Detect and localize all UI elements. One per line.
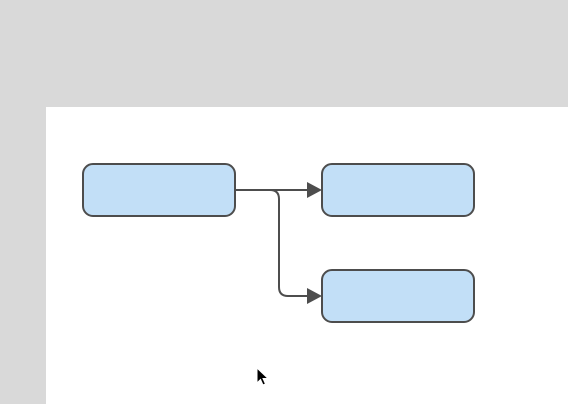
diagram-page[interactable] bbox=[46, 107, 568, 404]
node-target-top[interactable] bbox=[321, 163, 475, 217]
arrowhead-target-top bbox=[307, 182, 322, 198]
mouse-pointer-icon bbox=[256, 366, 270, 386]
node-target-bottom[interactable] bbox=[321, 269, 475, 323]
arrowhead-target-bottom bbox=[307, 288, 322, 304]
node-source[interactable] bbox=[82, 163, 236, 217]
edge-source-to-target-bottom[interactable] bbox=[235, 189, 312, 297]
